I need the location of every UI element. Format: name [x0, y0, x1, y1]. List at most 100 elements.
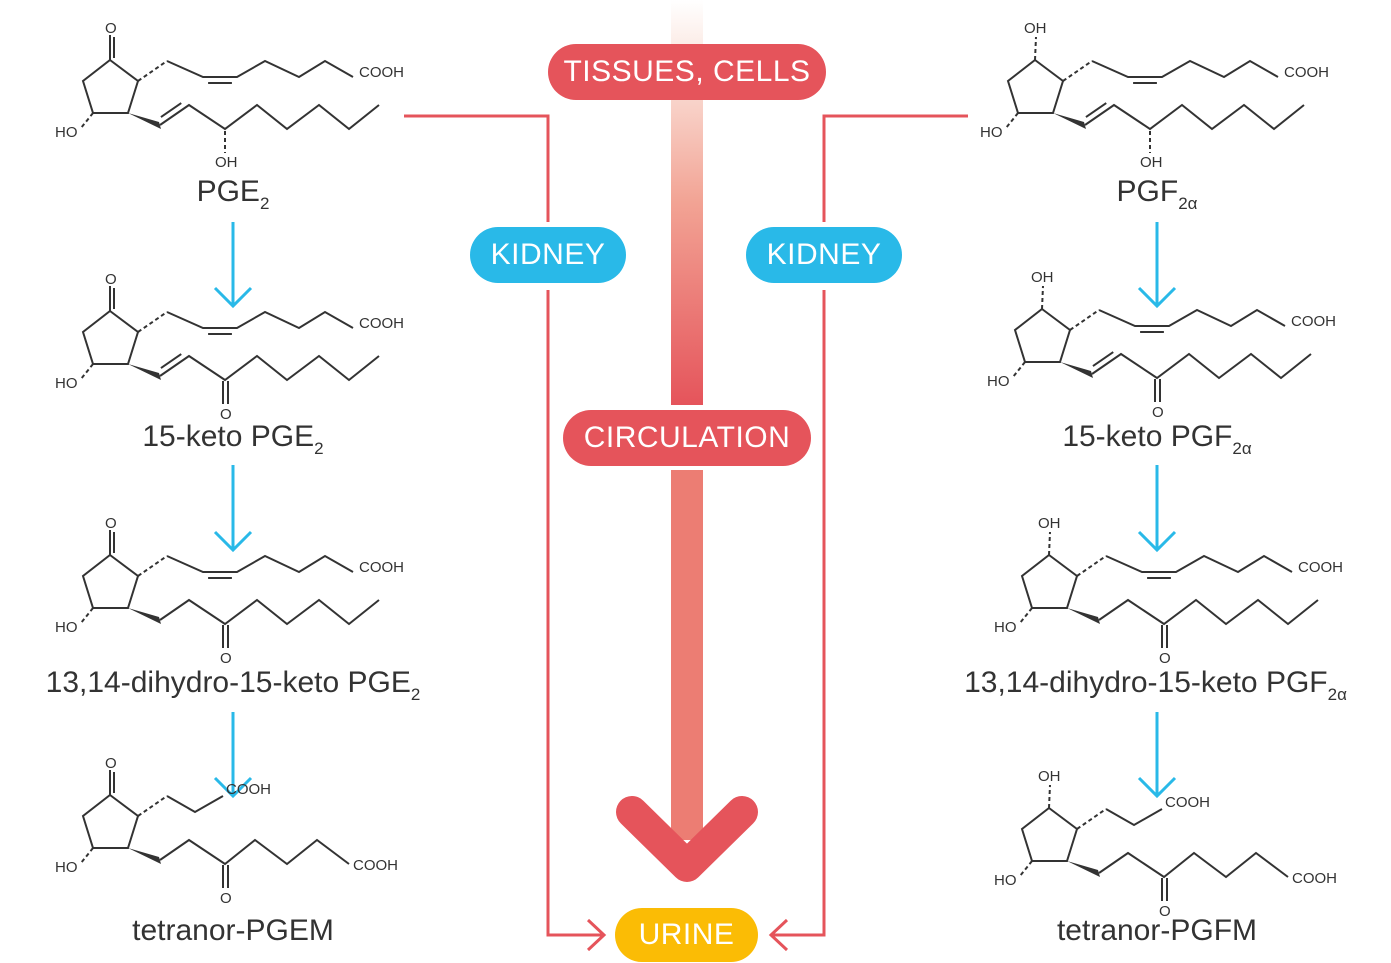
bond [166, 554, 354, 574]
ring [81, 309, 140, 365]
bond [1076, 808, 1107, 830]
bond [1034, 36, 1037, 61]
hydroxy-label: HO [55, 124, 78, 141]
bond [1105, 808, 1163, 827]
acid-label: COOH [353, 857, 398, 874]
compound-name-text: 13,14-dihydro-15-keto PGE [45, 666, 411, 699]
hydroxy-label: OH [1024, 20, 1047, 37]
acid-label: COOH [1291, 313, 1336, 330]
ring [81, 553, 140, 609]
compound-name-text: 15-keto PGF [1062, 420, 1233, 453]
bond [1005, 112, 1019, 129]
hydroxy-label: HO [55, 859, 78, 876]
bond [80, 112, 94, 129]
compound-name-dihydro-keto-pgf2a: 13,14-dihydro-15-keto PGF2α [920, 666, 1391, 705]
circulation-flow-bar-lower [671, 470, 703, 840]
oxo-label: O [220, 406, 232, 423]
bond [1098, 308, 1286, 328]
compound-name-dihydro-keto-pge2: 13,14-dihydro-15-keto PGE2 [0, 666, 466, 705]
urine-badge: URINE [615, 908, 758, 962]
conversion-arrow-left-3 [213, 712, 253, 799]
hydroxy-label: OH [1038, 768, 1061, 785]
compound-name-subscript: 2α [1327, 685, 1347, 704]
bond [1091, 59, 1279, 79]
oxo-label: O [1152, 404, 1164, 421]
compound-name-text: PGF [1116, 175, 1179, 208]
bond [1098, 598, 1319, 626]
compound-name-text: 15-keto PGE [142, 420, 315, 453]
hydroxy-label: HO [55, 375, 78, 392]
compound-name-text: tetranor-PGFM [1056, 914, 1258, 947]
acid-label: COOH [1284, 64, 1329, 81]
bond [160, 353, 182, 369]
oxo-label: O [105, 755, 117, 772]
acid-label: COOH [359, 64, 404, 81]
bond [1048, 784, 1051, 809]
oxo-label: O [220, 650, 232, 667]
bond [160, 102, 182, 118]
chemical-structures: OHOCOOHOHOHOCOOHOOHOCOOHOOHOCOOHOCOOHOHH… [55, 20, 1343, 920]
bond [1048, 531, 1051, 556]
oxo-label: O [220, 890, 232, 907]
wedge-bond [1053, 113, 1086, 129]
wedge-bond [128, 364, 161, 380]
ring [1020, 806, 1079, 862]
conversion-arrow-right-1 [1137, 222, 1177, 309]
wedge-bond [128, 608, 161, 624]
bond [1019, 607, 1033, 624]
bond [159, 598, 380, 626]
acid-label: COOH [1165, 794, 1210, 811]
wedge-bond [128, 848, 161, 864]
oxo-label: O [1159, 903, 1171, 920]
bond [1076, 555, 1107, 577]
conversion-arrow-right-2 [1137, 465, 1177, 553]
bond [1092, 351, 1114, 367]
bond [137, 795, 168, 817]
ring [1006, 58, 1065, 114]
right-route-arrowhead [768, 918, 789, 952]
tissues-cells-badge: TISSUES, CELLS [548, 44, 826, 100]
oxo-label: O [1159, 650, 1171, 667]
compound-name-text: tetranor-PGEM [132, 914, 334, 947]
bond [166, 795, 224, 814]
bond [159, 103, 380, 131]
hydroxy-label: OH [1140, 154, 1163, 171]
bond [1041, 285, 1044, 310]
conversion-arrow-right-3 [1137, 712, 1177, 799]
hydroxy-label: HO [987, 373, 1010, 390]
bond [80, 607, 94, 624]
bond [1085, 102, 1107, 118]
compound-name-pgf2a: PGF2α [1007, 175, 1307, 214]
bond [1069, 309, 1100, 331]
hydroxy-label: OH [1038, 515, 1061, 532]
compound-name-subscript: 2 [314, 439, 324, 458]
compound-name-text: PGE [196, 175, 260, 208]
ring [1020, 553, 1079, 609]
bond [1084, 103, 1305, 131]
bond [159, 838, 350, 866]
bond [1091, 352, 1312, 380]
ring [81, 58, 140, 114]
bond [80, 363, 94, 380]
bond [137, 311, 168, 333]
compound-name-subscript: 2 [410, 685, 421, 704]
hydroxy-label: HO [994, 619, 1017, 636]
bond [166, 59, 354, 79]
oxo-label: O [105, 515, 117, 532]
ring [81, 793, 140, 849]
compound-name-tetranor-pgem: tetranor-PGEM [83, 914, 383, 948]
compound-name-subscript: 2α [1178, 194, 1198, 213]
wedge-bond [1067, 861, 1100, 877]
acid-label: COOH [1298, 559, 1343, 576]
acid-label: COOH [359, 315, 404, 332]
hydroxy-label: HO [55, 619, 78, 636]
